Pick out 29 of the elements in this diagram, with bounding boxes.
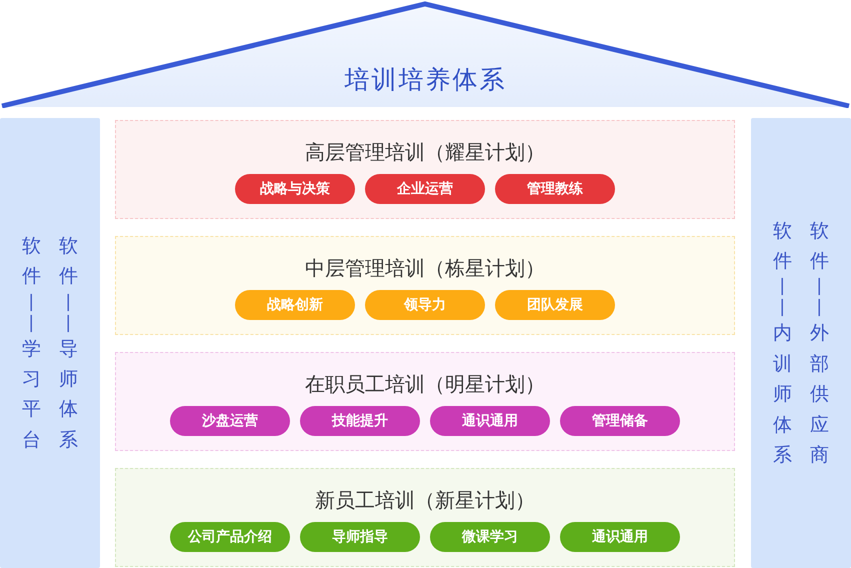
tier-panel <box>115 352 735 451</box>
course-pill: 管理储备 <box>560 406 680 436</box>
side-panel <box>751 118 851 568</box>
course-pill: 企业运营 <box>365 174 485 204</box>
tier-title: 中层管理培训（栋星计划） <box>305 255 545 281</box>
course-pill: 公司产品介绍 <box>170 522 290 552</box>
vertical-label: 软件——内训师体系 <box>773 218 792 468</box>
course-pill: 技能提升 <box>300 406 420 436</box>
course-pill: 通识通用 <box>430 406 550 436</box>
course-pill: 领导力 <box>365 290 485 320</box>
vertical-label: 软件——外部供应商 <box>810 218 829 468</box>
tier-panel <box>115 468 735 567</box>
course-pill: 通识通用 <box>560 522 680 552</box>
course-pill: 战略创新 <box>235 290 355 320</box>
tier-panel <box>115 236 735 335</box>
side-panel <box>0 118 100 568</box>
course-pill: 团队发展 <box>495 290 615 320</box>
course-pill: 管理教练 <box>495 174 615 204</box>
course-pill: 微课学习 <box>430 522 550 552</box>
vertical-label: 软件——学习平台 <box>22 234 41 453</box>
tier-panel <box>115 120 735 219</box>
vertical-label: 软件——导师体系 <box>59 234 78 453</box>
tier-title: 高层管理培训（耀星计划） <box>305 139 545 165</box>
roof-title: 培训培养体系 <box>344 64 508 96</box>
course-pill: 沙盘运营 <box>170 406 290 436</box>
course-pill: 导师指导 <box>300 522 420 552</box>
tier-title: 新员工培训（新星计划） <box>315 487 535 513</box>
course-pill: 战略与决策 <box>235 174 355 204</box>
tier-title: 在职员工培训（明星计划） <box>305 371 545 397</box>
